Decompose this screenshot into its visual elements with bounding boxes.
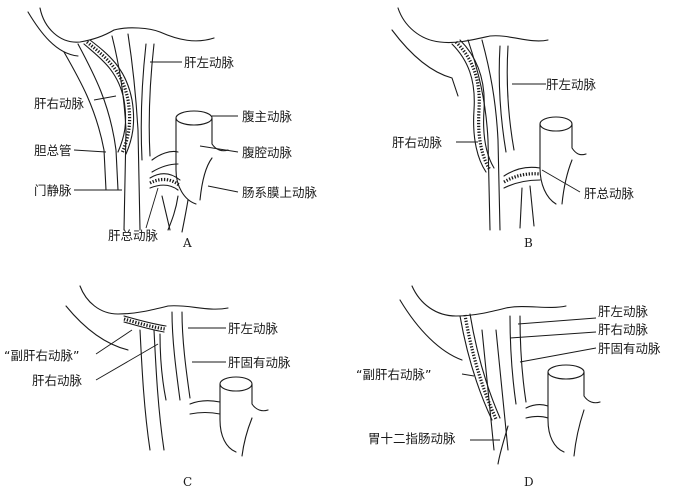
panel-a-common-bile-duct-label: 胆总管 <box>34 143 72 158</box>
panel-d-letter: D <box>524 475 534 489</box>
panel-c-drawing <box>65 285 269 457</box>
panel-b-letter: B <box>524 236 533 250</box>
panel-d-drawing <box>399 285 601 465</box>
panel-b-common-hepatic-artery-label: 肝总动脉 <box>584 186 635 201</box>
panel-a-drawing <box>27 7 239 233</box>
panel-a-right-hepatic-artery-label: 肝右动脉 <box>34 96 85 111</box>
panel-c-right-hepatic-artery-label: 肝右动脉 <box>32 373 83 388</box>
panel-a: 肝左动脉 肝右动脉 腹主动脉 胆总管 腹腔动脉 门静脉 肠系膜上动脉 肝总动脉 … <box>27 7 318 250</box>
panel-d: 肝左动脉 肝右动脉 肝固有动脉 “副肝右动脉” 胃十二指肠动脉 D <box>356 285 661 489</box>
panel-c: 肝左动脉 “副肝右动脉” 肝固有动脉 肝右动脉 C <box>4 285 291 489</box>
panel-c-proper-hepatic-artery-label: 肝固有动脉 <box>228 355 291 370</box>
panel-d-proper-hepatic-artery-label: 肝固有动脉 <box>598 341 661 356</box>
panel-d-right-hepatic-artery-label: 肝右动脉 <box>598 322 649 337</box>
panel-a-abdominal-aorta-label: 腹主动脉 <box>242 109 293 124</box>
panel-c-left-hepatic-artery-label: 肝左动脉 <box>228 321 279 336</box>
panel-a-common-hepatic-artery-label: 肝总动脉 <box>108 228 159 243</box>
panel-a-celiac-artery-label: 腹腔动脉 <box>242 145 293 160</box>
panel-b: 肝左动脉 肝右动脉 肝总动脉 B <box>391 7 635 250</box>
panel-b-right-hepatic-artery-label: 肝右动脉 <box>392 135 443 150</box>
panel-d-gastroduodenal-artery-label: 胃十二指肠动脉 <box>368 431 456 446</box>
panel-d-left-hepatic-artery-label: 肝左动脉 <box>598 304 649 319</box>
panel-c-accessory-right-hepatic-artery-label: “副肝右动脉” <box>4 348 79 363</box>
panel-a-portal-vein-label: 门静脉 <box>34 183 72 198</box>
panel-c-letter: C <box>183 475 192 489</box>
panel-b-left-hepatic-artery-label: 肝左动脉 <box>546 77 597 92</box>
panel-b-drawing <box>391 7 587 231</box>
panel-a-superior-mesenteric-artery-label: 肠系膜上动脉 <box>242 185 318 200</box>
panel-d-accessory-right-hepatic-artery-label: “副肝右动脉” <box>356 367 431 382</box>
panel-a-left-hepatic-artery-label: 肝左动脉 <box>184 55 235 70</box>
panel-a-letter: A <box>182 236 192 250</box>
